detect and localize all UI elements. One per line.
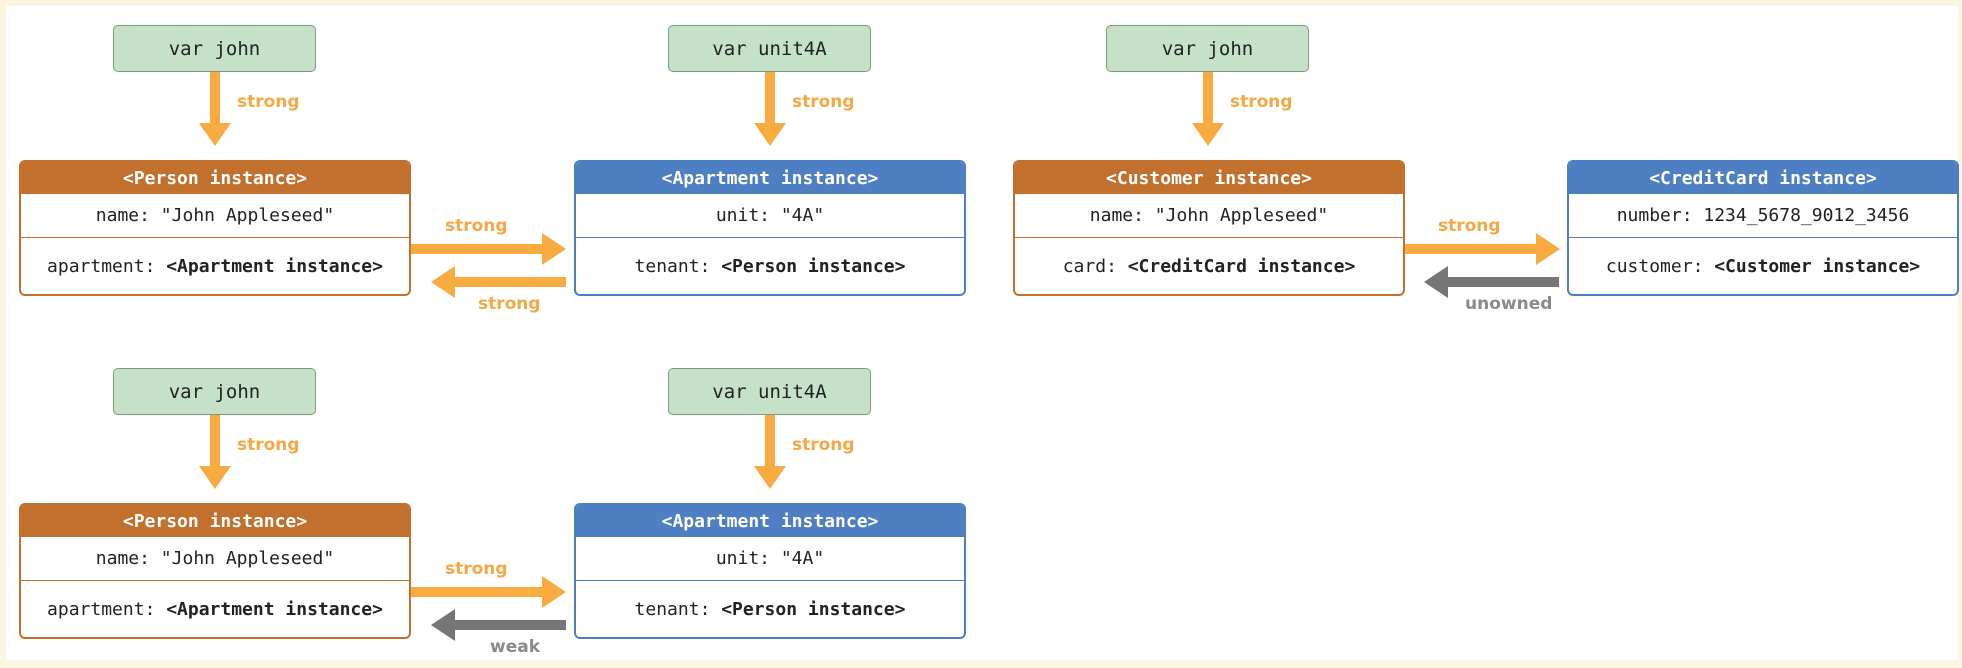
row-value: <Person instance> (721, 598, 906, 620)
var-john-box: var john (113, 25, 316, 72)
ref-label-john: strong (237, 435, 300, 455)
person-instance-box: <Person instance> name: "John Appleseed"… (19, 503, 411, 639)
weak-ref-label: weak (490, 637, 541, 657)
creditcard-instance-box: <CreditCard instance> number: 1234_5678_… (1567, 160, 1959, 296)
row-key: customer: (1605, 255, 1704, 277)
person-instance-header: <Person instance> (21, 162, 409, 194)
apartment-instance-box: <Apartment instance> unit: "4A" tenant: <… (574, 160, 966, 296)
var-unit4a-box: var unit4A (668, 368, 871, 415)
reference-arrows (199, 72, 1560, 641)
row-key: apartment: (47, 255, 156, 277)
ref-label-john: strong (1230, 92, 1293, 112)
customer-instance-box: <Customer instance> name: "John Applesee… (1013, 160, 1405, 296)
diagram-canvas: var john var unit4A strong strong <Perso… (6, 6, 1959, 660)
ref-label-unit4a: strong (792, 92, 855, 112)
person-apartment-row: apartment: <Apartment instance> (21, 238, 409, 294)
creditcard-number-row: number: 1234_5678_9012_3456 (1569, 194, 1957, 238)
var-john-box: var john (1106, 25, 1309, 72)
customer-name-row: name: "John Appleseed" (1015, 194, 1403, 238)
apartment-instance-header: <Apartment instance> (576, 162, 964, 194)
arrow-unit4a-to-apartment-1 (754, 72, 786, 146)
apartment-unit-row: unit: "4A" (576, 537, 964, 581)
person-instance-box: <Person instance> name: "John Appleseed"… (19, 160, 411, 296)
creditcard-customer-row: customer: <Customer instance> (1569, 238, 1957, 294)
customer-instance-header: <Customer instance> (1015, 162, 1403, 194)
arrow-john-to-person-2 (199, 415, 231, 489)
person-name-row: name: "John Appleseed" (21, 537, 409, 581)
var-john-box: var john (113, 368, 316, 415)
var-unit4a-box: var unit4A (668, 25, 871, 72)
row-value: <Apartment instance> (166, 598, 383, 620)
creditcard-instance-header: <CreditCard instance> (1569, 162, 1957, 194)
unowned-ref-label: unowned (1465, 294, 1553, 314)
row-key: apartment: (47, 598, 156, 620)
arrow-person-to-apartment-2 (411, 576, 566, 608)
apartment-tenant-row: tenant: <Person instance> (576, 581, 964, 637)
row-value: <Person instance> (721, 255, 906, 277)
apartment-instance-header: <Apartment instance> (576, 505, 964, 537)
ref-label-unit4a: strong (792, 435, 855, 455)
apartment-instance-box: <Apartment instance> unit: "4A" tenant: <… (574, 503, 966, 639)
arrow-john-to-customer (1192, 72, 1224, 146)
ref-label-john: strong (237, 92, 300, 112)
row-key: tenant: (634, 598, 711, 620)
arrow-john-to-person-1 (199, 72, 231, 146)
customer-card-row: card: <CreditCard instance> (1015, 238, 1403, 294)
person-name-row: name: "John Appleseed" (21, 194, 409, 238)
row-value: <Customer instance> (1714, 255, 1921, 277)
person-instance-header: <Person instance> (21, 505, 409, 537)
forward-ref-label: strong (445, 216, 508, 236)
forward-ref-label: strong (1438, 216, 1501, 236)
row-value: <CreditCard instance> (1127, 255, 1356, 277)
arrow-customer-to-creditcard (1404, 233, 1560, 265)
forward-ref-label: strong (445, 559, 508, 579)
arrow-unit4a-to-apartment-2 (754, 415, 786, 489)
arrow-apartment-to-person-2 (431, 609, 566, 641)
apartment-unit-row: unit: "4A" (576, 194, 964, 238)
apartment-tenant-row: tenant: <Person instance> (576, 238, 964, 294)
arrow-creditcard-to-customer (1424, 266, 1559, 298)
row-key: card: (1062, 255, 1117, 277)
arrow-apartment-to-person-1 (431, 266, 566, 298)
row-value: <Apartment instance> (166, 255, 383, 277)
arrow-person-to-apartment-1 (411, 233, 566, 265)
row-key: tenant: (634, 255, 711, 277)
person-apartment-row: apartment: <Apartment instance> (21, 581, 409, 637)
back-ref-label: strong (478, 294, 541, 314)
